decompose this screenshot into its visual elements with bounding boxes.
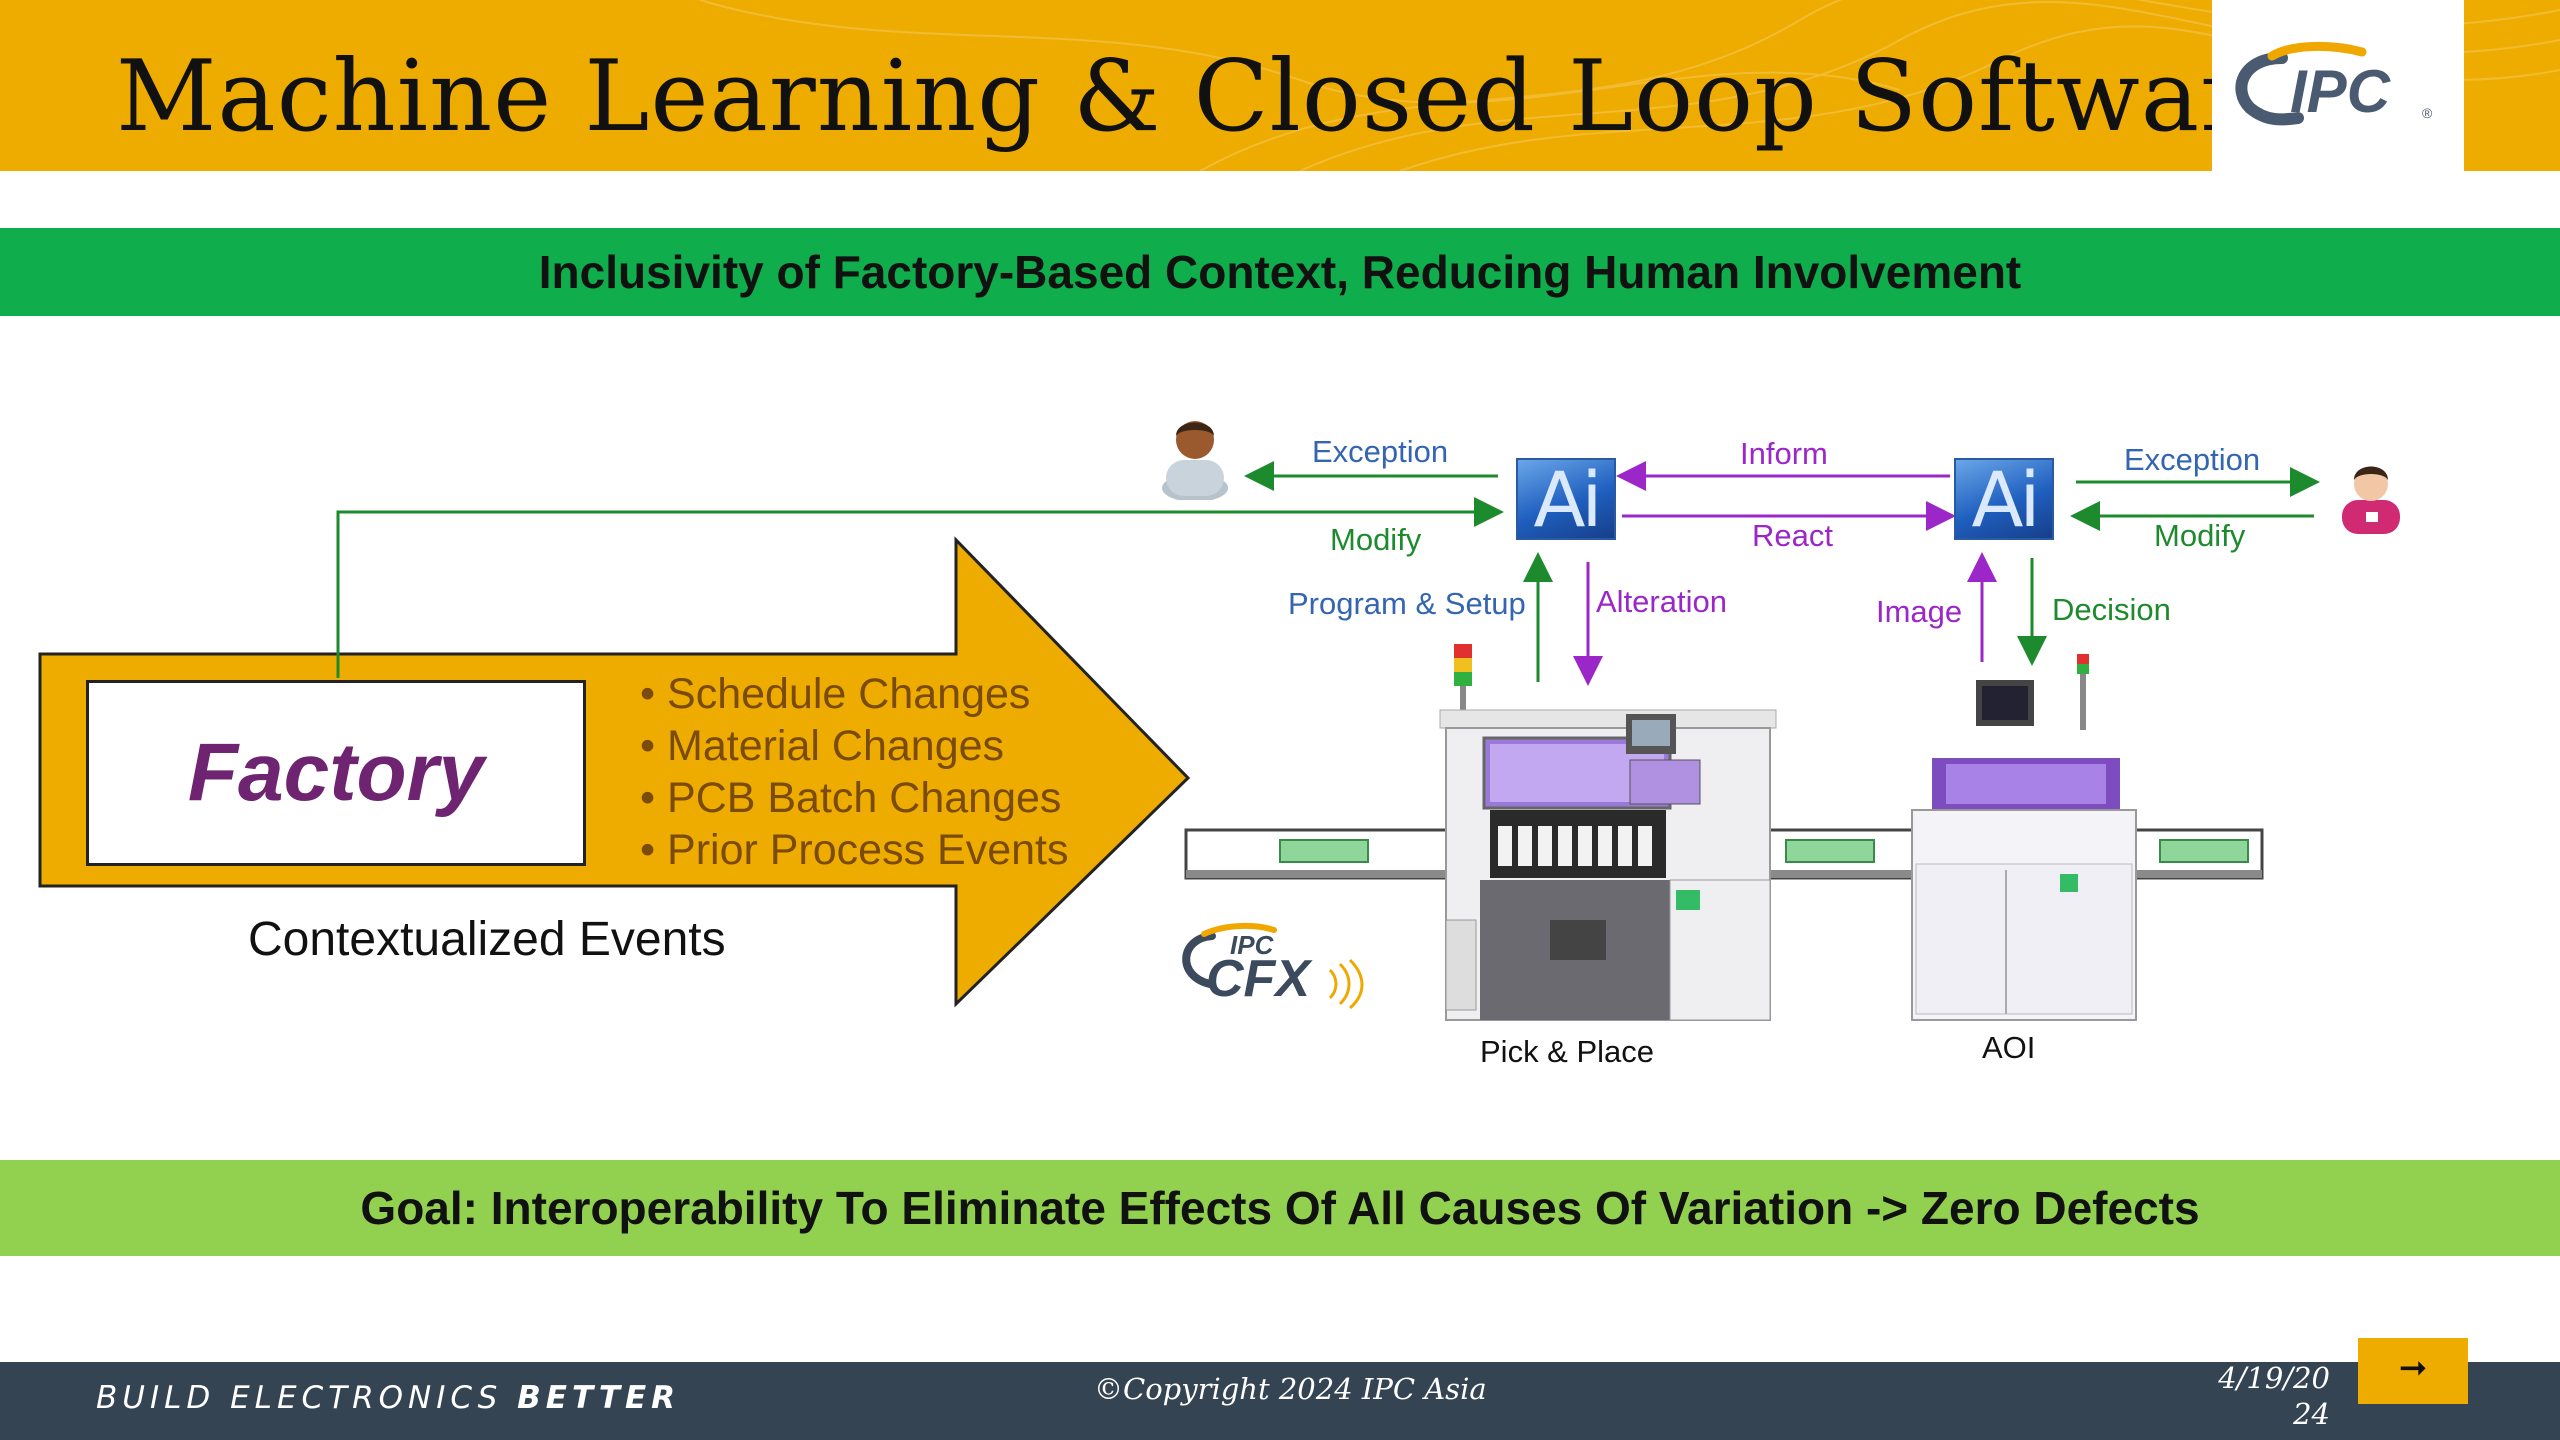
exception-left-label: Exception <box>1312 434 1449 469</box>
cfx-logo-main-text: CFX <box>1206 950 1313 1008</box>
factory-label: Factory <box>187 727 485 818</box>
event-list: Schedule Changes Material Changes PCB Ba… <box>640 668 1068 876</box>
event-item: Material Changes <box>640 720 1068 772</box>
aoi-label: AOI <box>1982 1030 2036 1065</box>
exception-right-label: Exception <box>2124 442 2261 477</box>
page-title: Machine Learning & Closed Loop Software <box>116 40 2307 154</box>
modify-left-label: Modify <box>1330 522 1422 557</box>
header-bar: Machine Learning & Closed Loop Software <box>0 0 2560 171</box>
event-item: Schedule Changes <box>640 668 1068 720</box>
tagline-light: BUILD ELECTRONICS <box>96 1380 518 1416</box>
footer-tagline: BUILD ELECTRONICS BETTER <box>96 1380 680 1416</box>
inform-label: Inform <box>1740 436 1828 471</box>
arrow-right-icon: ➞ <box>2398 1349 2428 1387</box>
goal-banner: Goal: Interoperability To Eliminate Effe… <box>0 1160 2560 1256</box>
date-line-2: 24 <box>2293 1397 2330 1431</box>
cfx-logo-top-text: IPC <box>1230 930 1275 960</box>
modify-right-label: Modify <box>2154 518 2246 553</box>
footer-copyright: ©Copyright 2024 IPC Asia <box>1094 1372 1487 1406</box>
image-label: Image <box>1876 594 1963 629</box>
ai-aoi-icon: Ai <box>1954 458 2054 540</box>
tagline-bold: BETTER <box>517 1380 681 1416</box>
event-item: Prior Process Events <box>640 824 1068 876</box>
react-label: React <box>1752 518 1833 553</box>
program-setup-label: Program & Setup <box>1288 586 1526 621</box>
goal-banner-text: Goal: Interoperability To Eliminate Effe… <box>360 1182 2200 1234</box>
pick-place-machine <box>1439 644 1777 1021</box>
decision-label: Decision <box>2052 592 2171 627</box>
production-line <box>1184 644 2264 1021</box>
operator-icon <box>1162 421 1228 500</box>
context-banner-text: Inclusivity of Factory-Based Context, Re… <box>538 246 2022 298</box>
aoi-machine <box>1911 654 2137 1021</box>
ipc-logo-text: IPC <box>2290 58 2392 125</box>
context-banner: Inclusivity of Factory-Based Context, Re… <box>0 228 2560 316</box>
contextualized-events-caption: Contextualized Events <box>248 913 726 966</box>
events-arrow <box>38 536 1191 1008</box>
footer-date: 4/19/20 24 <box>2160 1360 2330 1432</box>
cfx-logo: IPC CFX <box>1170 918 1380 1010</box>
svg-text:®: ® <box>2422 105 2433 121</box>
engineer-icon <box>2342 466 2400 534</box>
modify-left-arrow <box>336 497 1504 678</box>
ai-pick-place-icon: Ai <box>1516 458 1616 540</box>
event-item: PCB Batch Changes <box>640 772 1068 824</box>
ipc-logo: IPC ® <box>2212 0 2464 171</box>
flow-arrows <box>336 461 2320 686</box>
footer-bar <box>0 1362 2560 1440</box>
alteration-label: Alteration <box>1596 584 1727 619</box>
factory-box: Factory <box>86 680 586 866</box>
pick-place-label: Pick & Place <box>1480 1034 1655 1069</box>
next-slide-button[interactable]: ➞ <box>2358 1338 2468 1404</box>
date-line-1: 4/19/20 <box>2218 1361 2330 1395</box>
